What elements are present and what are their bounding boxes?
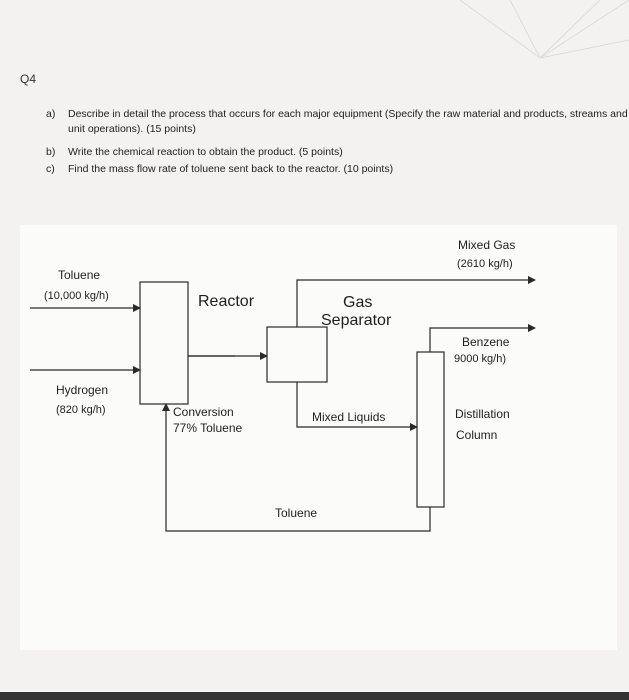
- distillation-label-1: Distillation: [455, 407, 510, 421]
- toluene-feed-name: Toluene: [58, 268, 100, 282]
- distillation-label-2: Column: [456, 428, 497, 442]
- part-text: Write the chemical reaction to obtain th…: [68, 146, 343, 158]
- gas-separator-label-2: Separator: [321, 312, 392, 329]
- part-letter: c): [46, 163, 55, 175]
- distillation-column-box: [416, 351, 445, 508]
- benzene-stream: [429, 324, 536, 352]
- question-number: Q4: [20, 72, 37, 86]
- part-letter: b): [46, 146, 56, 158]
- part-letter: a): [46, 108, 56, 120]
- hydrogen-feed-name: Hydrogen: [56, 383, 108, 397]
- conversion-label: Conversion: [173, 405, 234, 419]
- hydrogen-feed-rate: (820 kg/h): [56, 404, 106, 416]
- conversion-value: 77% Toluene: [173, 421, 242, 435]
- toluene-feed-rate: (10,000 kg/h): [44, 290, 109, 302]
- benzene-name: Benzene: [462, 335, 510, 349]
- question-part-c: c) Find the mass flow rate of toluene se…: [46, 162, 588, 177]
- mixed-liquids-stream: [296, 382, 418, 431]
- recycle-label: Toluene: [275, 506, 317, 520]
- gas-separator-label-1: Gas: [343, 294, 372, 311]
- diagram-canvas: Toluene (10,000 kg/h) Hydrogen (820 kg/h…: [30, 238, 536, 532]
- reactor-box: [139, 281, 189, 405]
- question-part-b: b) Write the chemical reaction to obtain…: [46, 145, 588, 160]
- mixed-liquids-label: Mixed Liquids: [312, 410, 385, 424]
- mixed-gas-rate: (2610 kg/h): [457, 258, 513, 270]
- toluene-recycle-stream: [162, 403, 431, 532]
- part-text: Describe in detail the process that occu…: [68, 108, 628, 135]
- mixed-gas-stream: [296, 276, 536, 327]
- bottom-edge: [0, 692, 629, 700]
- reactor-label: Reactor: [198, 293, 255, 310]
- question-part-a: a) Describe in detail the process that o…: [46, 107, 628, 137]
- benzene-rate: 9000 kg/h): [454, 353, 506, 365]
- part-text: Find the mass flow rate of toluene sent …: [68, 163, 394, 175]
- mixed-gas-name: Mixed Gas: [458, 238, 515, 252]
- gas-separator-box: [266, 326, 328, 383]
- process-flow-diagram: Toluene (10,000 kg/h) Hydrogen (820 kg/h…: [20, 225, 617, 650]
